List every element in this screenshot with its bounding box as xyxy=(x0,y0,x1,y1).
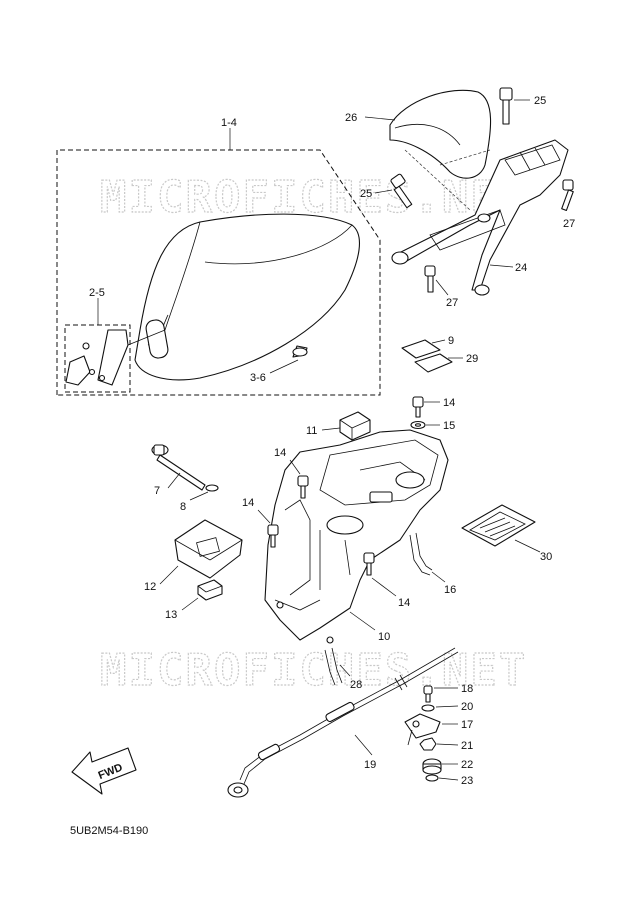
washer-20[interactable]: 20 xyxy=(421,701,473,713)
callout-13: 13 xyxy=(165,609,177,621)
callout-16: 16 xyxy=(444,584,456,596)
callout-24: 24 xyxy=(515,262,527,274)
fwd-arrow: FWD xyxy=(71,747,137,795)
callout-25-mid: 25 xyxy=(360,188,372,200)
callout-29: 29 xyxy=(466,353,478,365)
label-9-group[interactable]: 9 xyxy=(401,335,454,359)
callout-14-c: 14 xyxy=(398,597,410,609)
callout-26: 26 xyxy=(345,112,357,124)
callout-28: 28 xyxy=(350,679,362,691)
bracket-12-group[interactable]: 12 xyxy=(144,519,243,593)
seat-lock-part[interactable] xyxy=(97,329,129,386)
bolt-7-group[interactable]: 7 xyxy=(151,444,206,497)
callout-21: 21 xyxy=(461,740,473,752)
collar-23[interactable]: 23 xyxy=(425,774,473,787)
seat-box-part[interactable] xyxy=(264,429,449,641)
washer-8[interactable]: 8 xyxy=(180,484,219,513)
backrest-part[interactable] xyxy=(389,89,492,179)
manual-30-part[interactable] xyxy=(461,504,536,547)
bolt-27-right[interactable]: 27 xyxy=(561,179,576,230)
label-9-part[interactable] xyxy=(401,339,441,359)
callout-12: 12 xyxy=(144,581,156,593)
callout-2-5: 2-5 xyxy=(89,287,105,299)
callout-27-right: 27 xyxy=(563,218,575,230)
callout-1-4: 1-4 xyxy=(221,117,237,129)
bracket-12-part[interactable] xyxy=(174,519,243,579)
callout-3-6: 3-6 xyxy=(250,372,266,384)
callout-20: 20 xyxy=(461,701,473,713)
hose-16-part[interactable] xyxy=(409,534,431,576)
callout-19: 19 xyxy=(364,759,376,771)
seat-part[interactable] xyxy=(134,213,360,381)
carrier-group[interactable]: 24 xyxy=(391,139,569,296)
manual-30-group[interactable]: 30 xyxy=(461,504,552,563)
callout-25-top: 25 xyxy=(534,95,546,107)
grommet-22[interactable]: 22 xyxy=(422,758,473,775)
label-29-group[interactable]: 29 xyxy=(414,353,478,373)
hose-28-part[interactable] xyxy=(324,649,336,686)
bracket-17[interactable]: 17 xyxy=(404,713,473,746)
label-29-part[interactable] xyxy=(414,353,453,373)
bolt-25-top[interactable]: 25 xyxy=(499,87,546,125)
callout-7: 7 xyxy=(154,485,160,497)
cable-19-part[interactable] xyxy=(239,647,456,781)
seat-box-group[interactable]: 10 xyxy=(264,429,449,644)
bolt-14-c[interactable]: 14 xyxy=(363,552,410,609)
cable-19-group[interactable]: 19 xyxy=(227,647,459,798)
callout-18: 18 xyxy=(461,683,473,695)
nut-21[interactable]: 21 xyxy=(419,737,473,752)
backrest-group[interactable]: 26 xyxy=(345,89,492,211)
callout-15: 15 xyxy=(443,420,455,432)
callout-9: 9 xyxy=(448,335,454,347)
callout-30: 30 xyxy=(540,551,552,563)
callout-17: 17 xyxy=(461,719,473,731)
pad-13-group[interactable]: 13 xyxy=(165,579,223,621)
bolt-14-top[interactable]: 14 xyxy=(412,396,455,418)
diagram-code: 5UB2M54-B190 xyxy=(70,825,148,837)
seat-assembly-group[interactable]: 1-4 2-5 3-6 xyxy=(56,117,381,396)
washer-15[interactable]: 15 xyxy=(410,420,455,432)
hose-16-group[interactable]: 16 xyxy=(409,532,456,596)
watermark-top: MICROFICHES.NET xyxy=(100,172,527,223)
hose-28-group[interactable]: 28 xyxy=(324,647,362,691)
pad-11-group[interactable]: 11 xyxy=(306,411,371,441)
bolt-14-a[interactable]: 14 xyxy=(274,447,309,499)
bracket-17-part[interactable] xyxy=(404,713,441,739)
callout-27-bottom: 27 xyxy=(446,297,458,309)
callout-8: 8 xyxy=(180,501,186,513)
callout-10: 10 xyxy=(378,631,390,643)
callout-23: 23 xyxy=(461,775,473,787)
callout-14-top: 14 xyxy=(443,397,455,409)
callout-22: 22 xyxy=(461,759,473,771)
bolt-27-bottom[interactable]: 27 xyxy=(424,265,458,309)
callout-14-a: 14 xyxy=(274,447,286,459)
screw-18[interactable]: 18 xyxy=(423,683,473,703)
callout-14-b: 14 xyxy=(242,497,254,509)
bolt-14-b[interactable]: 14 xyxy=(242,497,279,548)
pad-11-part[interactable] xyxy=(339,411,371,441)
bolt-25-mid[interactable]: 25 xyxy=(360,173,413,209)
pad-13-part[interactable] xyxy=(197,579,223,601)
callout-11: 11 xyxy=(306,425,317,437)
bolt-7-part[interactable] xyxy=(156,454,206,491)
